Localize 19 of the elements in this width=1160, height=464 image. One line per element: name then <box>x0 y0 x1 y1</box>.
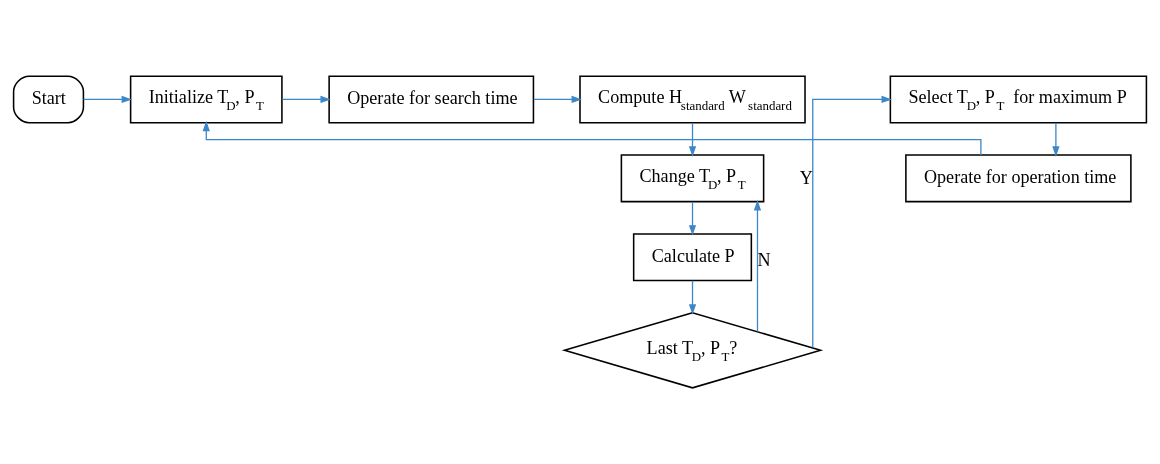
arrow <box>1052 122 1060 157</box>
arrow <box>82 95 132 104</box>
arrow <box>688 201 697 236</box>
node-diamond: Last T$_{D}$, P$_{T}$? <box>561 312 824 389</box>
edge-label: N <box>757 249 771 270</box>
arrow <box>281 95 331 104</box>
arrow <box>812 95 892 349</box>
arrow <box>753 200 762 333</box>
arrow <box>688 280 697 315</box>
arrow <box>688 122 697 157</box>
node-box: Select T$_{D}$, P$_{T}$ for maximum P <box>889 75 1148 124</box>
node-box: Change T$_{D}$, P$_{T}$ <box>620 154 765 203</box>
node-box: Operate for search time <box>328 75 535 124</box>
node-box: Calculate P <box>632 233 753 282</box>
node-box: Start <box>12 75 85 124</box>
node-box: Initialize T$_{D}$, P$_{T}$ <box>129 75 283 124</box>
arrow <box>533 95 582 104</box>
node-box: Compute H$_{standard}$ W$_{standard}$ <box>579 75 806 124</box>
node-box: Operate for operation time <box>905 154 1132 203</box>
